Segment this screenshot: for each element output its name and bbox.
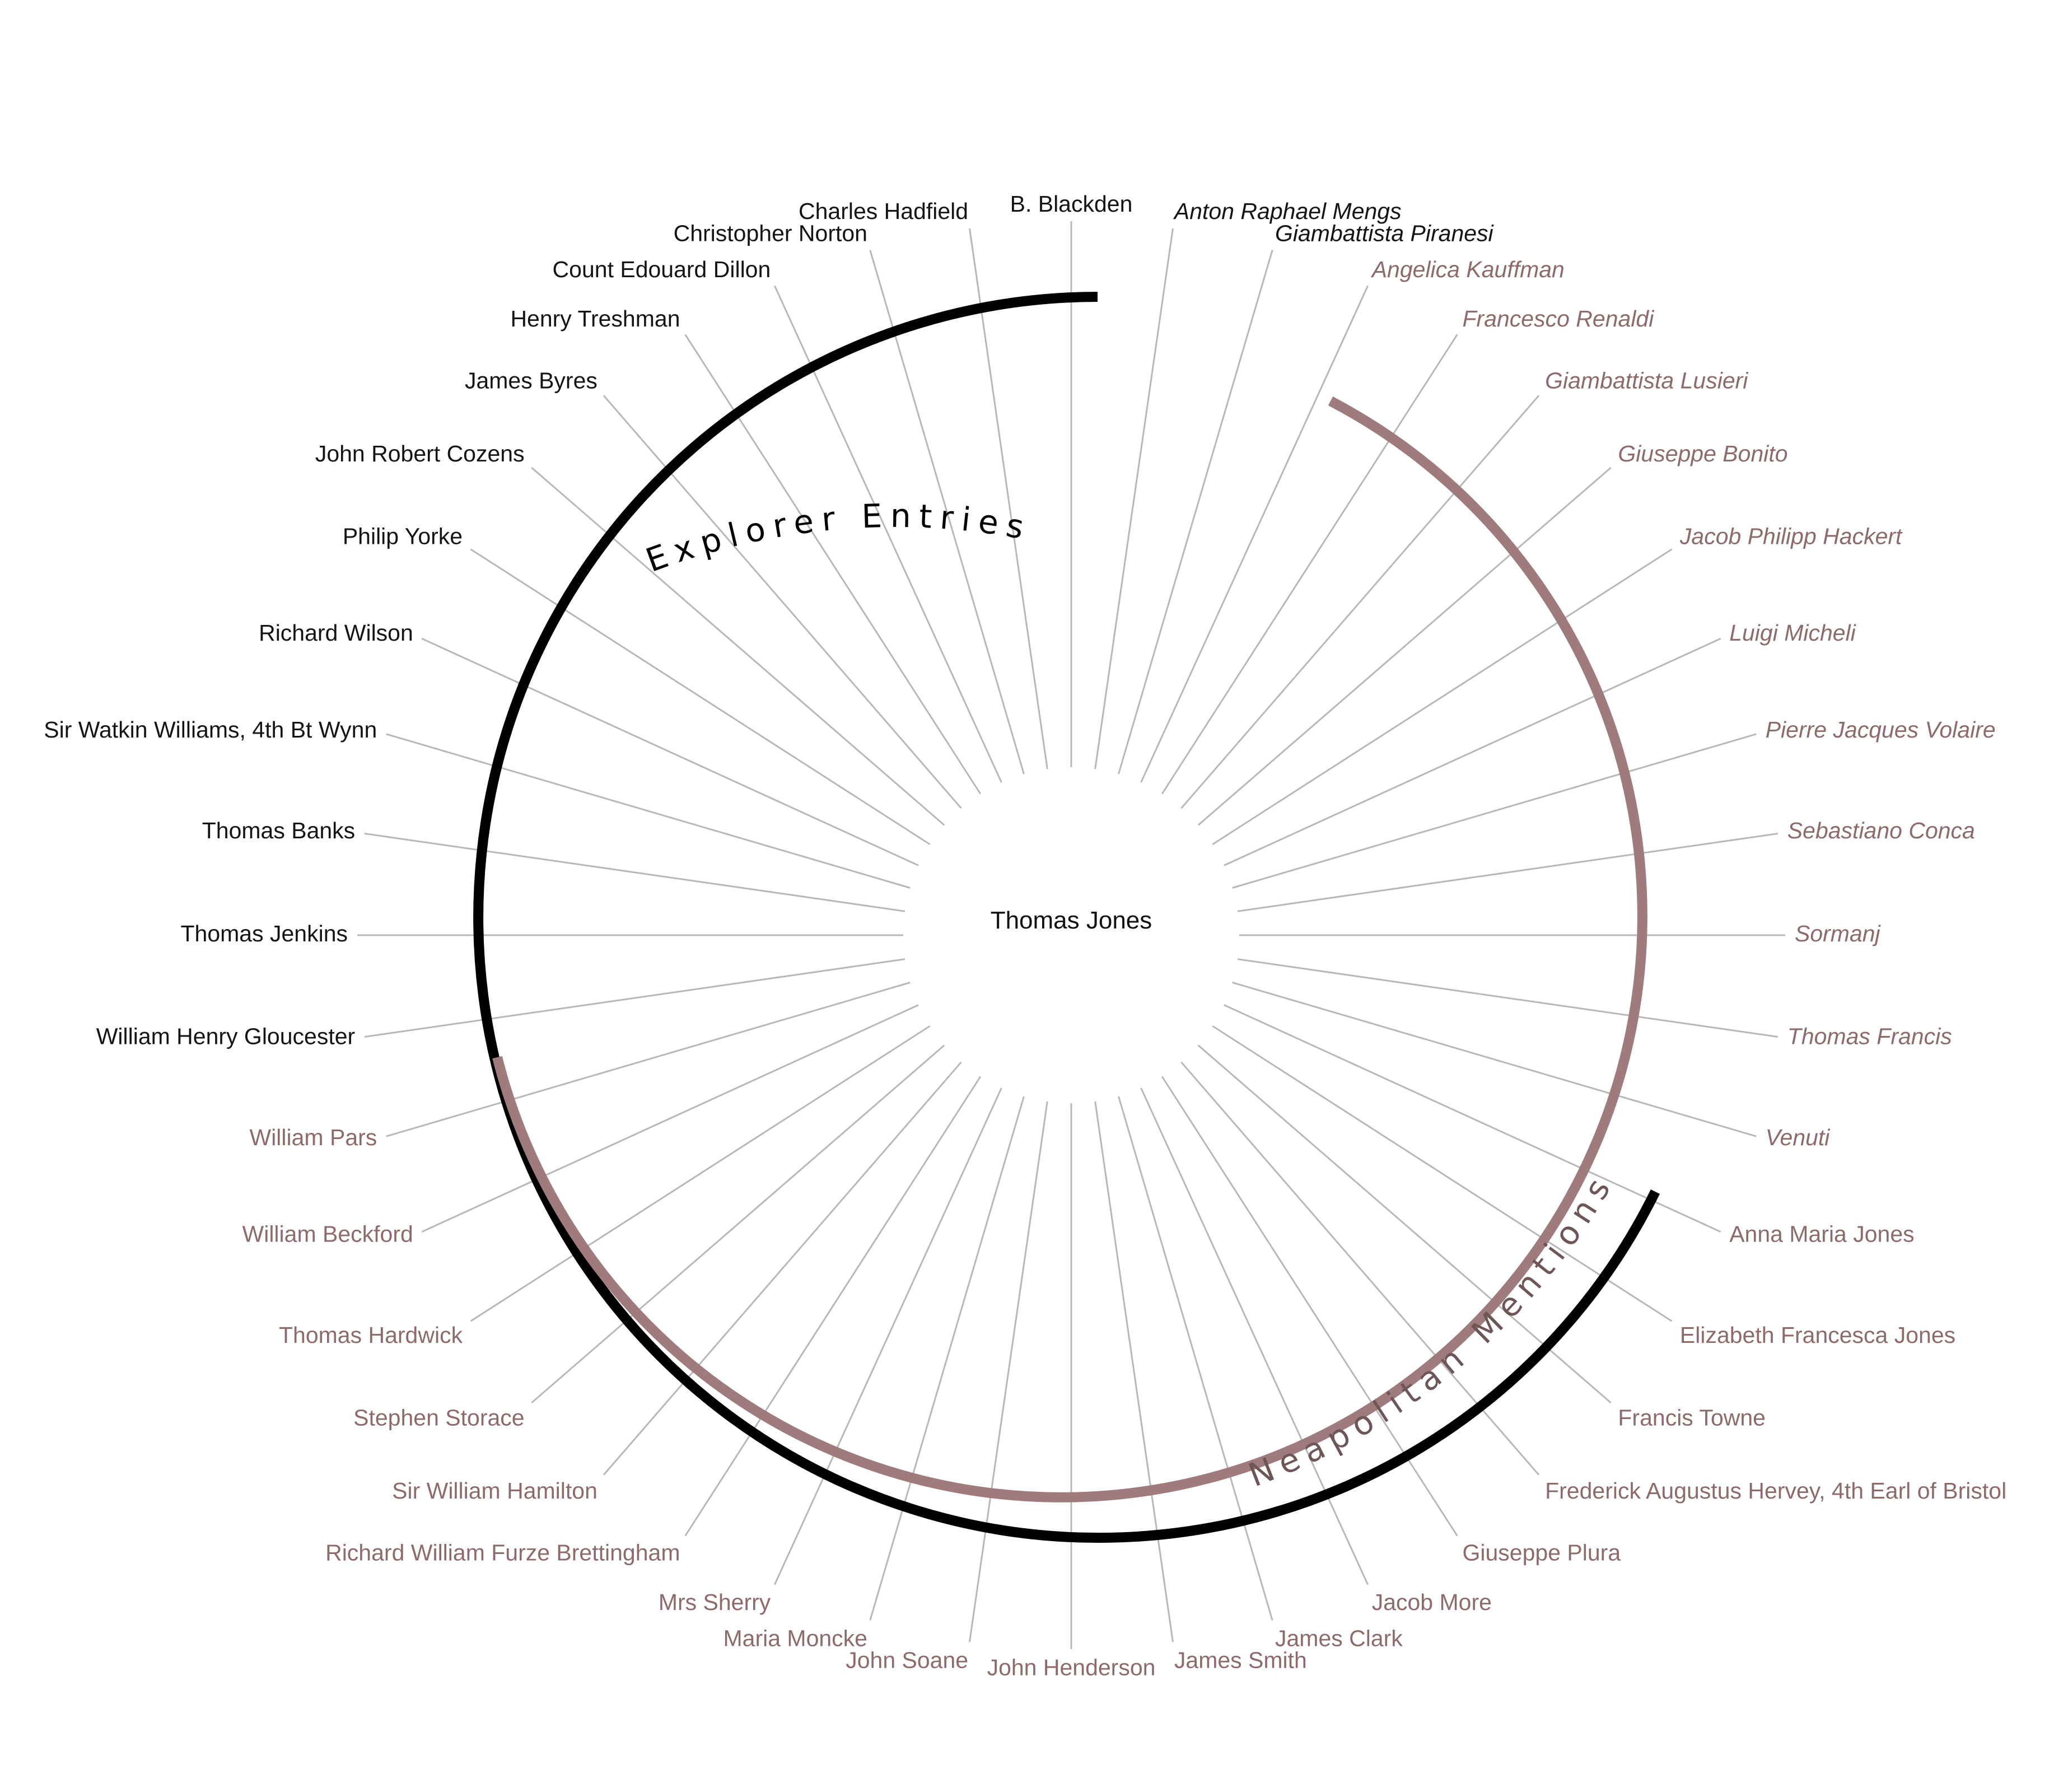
spoke-line [364, 833, 905, 912]
node-label[interactable]: Christopher Norton [674, 220, 867, 246]
node-label[interactable]: Thomas Francis [1787, 1024, 1952, 1049]
neapolitan-mentions-arc [492, 396, 1647, 1502]
spoke-line [1140, 1088, 1369, 1585]
node-label[interactable]: Richard Wilson [259, 620, 413, 646]
node-label[interactable]: Giuseppe Plura [1463, 1539, 1621, 1565]
node-label[interactable]: Count Edouard Dillon [553, 256, 771, 282]
node-label[interactable]: Luigi Micheli [1729, 620, 1856, 646]
node-label[interactable]: William Henry Gloucester [96, 1024, 356, 1049]
explorer-entries-arc [473, 292, 1660, 1543]
spoke-line [969, 1101, 1048, 1642]
node-label[interactable]: John Robert Cozens [315, 441, 525, 466]
node-label[interactable]: Sir William Hamilton [392, 1478, 597, 1504]
spoke-line [364, 958, 905, 1038]
node-label[interactable]: Sebastiano Conca [1787, 818, 1975, 843]
spoke-line [421, 637, 919, 866]
node-label[interactable]: Giambattista Piranesi [1275, 220, 1495, 246]
spoke-line [531, 466, 945, 826]
spoke-line [1197, 466, 1612, 826]
node-label[interactable]: Francis Towne [1618, 1405, 1766, 1431]
spoke-line [1118, 1096, 1273, 1621]
spoke-line [1212, 548, 1673, 846]
spoke-line [1232, 733, 1757, 889]
node-label[interactable]: Pierre Jacques Volaire [1766, 717, 1996, 743]
node-label[interactable]: Anna Maria Jones [1729, 1221, 1914, 1247]
spoke-line [1118, 250, 1273, 774]
spoke-line [1197, 1044, 1612, 1404]
node-label[interactable]: James Clark [1275, 1625, 1403, 1651]
spoke-line [386, 733, 911, 889]
spoke-line [1237, 833, 1778, 912]
spoke-line [1237, 958, 1778, 1038]
spoke-line [1094, 228, 1174, 769]
node-label[interactable]: John Soane [846, 1647, 968, 1673]
spoke-line [531, 1044, 945, 1404]
node-label[interactable]: James Smith [1174, 1647, 1307, 1673]
spoke-line [603, 395, 962, 809]
spoke-line [1180, 395, 1540, 809]
spoke-line [421, 1004, 919, 1233]
node-label[interactable]: Giuseppe Bonito [1618, 441, 1787, 466]
spoke-line [869, 1096, 1025, 1621]
spoke-line [869, 250, 1025, 774]
node-label[interactable]: Sir Watkin Williams, 4th Bt Wynn [44, 717, 377, 743]
node-label[interactable]: William Pars [250, 1124, 377, 1150]
spoke-line [1140, 285, 1369, 783]
spoke-line [470, 548, 931, 846]
spoke-line [773, 1088, 1002, 1585]
spoke-line [969, 228, 1048, 769]
spokes-layer [357, 221, 1785, 1649]
node-label[interactable]: William Beckford [242, 1221, 413, 1247]
spoke-line [1161, 334, 1458, 795]
spoke-line [1224, 637, 1721, 866]
node-label[interactable]: Sormanj [1795, 921, 1882, 946]
node-label[interactable]: Philip Yorke [343, 524, 463, 549]
spoke-line [1094, 1101, 1174, 1642]
node-label[interactable]: Henry Treshman [510, 306, 680, 332]
node-label[interactable]: Stephen Storace [353, 1405, 524, 1431]
node-label[interactable]: Charles Hadfield [799, 198, 968, 224]
node-label[interactable]: Venuti [1766, 1124, 1831, 1150]
spoke-line [684, 1076, 982, 1537]
node-label[interactable]: Maria Moncke [723, 1625, 867, 1651]
spoke-line [684, 334, 982, 795]
node-label[interactable]: Anton Raphael Mengs [1173, 198, 1402, 224]
explorer-entries-label: Explorer Entries [641, 497, 1035, 580]
spoke-line [386, 982, 911, 1137]
node-label[interactable]: Jacob Philipp Hackert [1679, 524, 1903, 549]
node-label[interactable]: Thomas Banks [202, 818, 355, 843]
node-label[interactable]: Angelica Kauffman [1370, 256, 1565, 282]
node-label[interactable]: Frederick Augustus Hervey, 4th Earl of B… [1545, 1478, 2006, 1504]
node-label[interactable]: Jacob More [1372, 1589, 1492, 1615]
node-label[interactable]: Thomas Hardwick [279, 1322, 463, 1348]
node-label[interactable]: Elizabeth Francesca Jones [1680, 1322, 1955, 1348]
node-label[interactable]: Thomas Jenkins [180, 921, 348, 946]
node-label[interactable]: Francesco Renaldi [1463, 306, 1655, 332]
spoke-line [470, 1025, 931, 1322]
spoke-line [1212, 1025, 1673, 1322]
node-label[interactable]: James Byres [465, 368, 597, 394]
node-label[interactable]: Richard William Furze Brettingham [325, 1539, 680, 1565]
node-label[interactable]: Giambattista Lusieri [1545, 368, 1749, 394]
spoke-line [1232, 982, 1757, 1137]
node-label[interactable]: John Henderson [987, 1655, 1156, 1681]
node-label[interactable]: B. Blackden [1010, 191, 1133, 217]
spoke-line [603, 1061, 962, 1476]
center-node-label: Thomas Jones [991, 907, 1152, 934]
node-label[interactable]: Mrs Sherry [659, 1589, 771, 1615]
spoke-line [1224, 1004, 1721, 1233]
